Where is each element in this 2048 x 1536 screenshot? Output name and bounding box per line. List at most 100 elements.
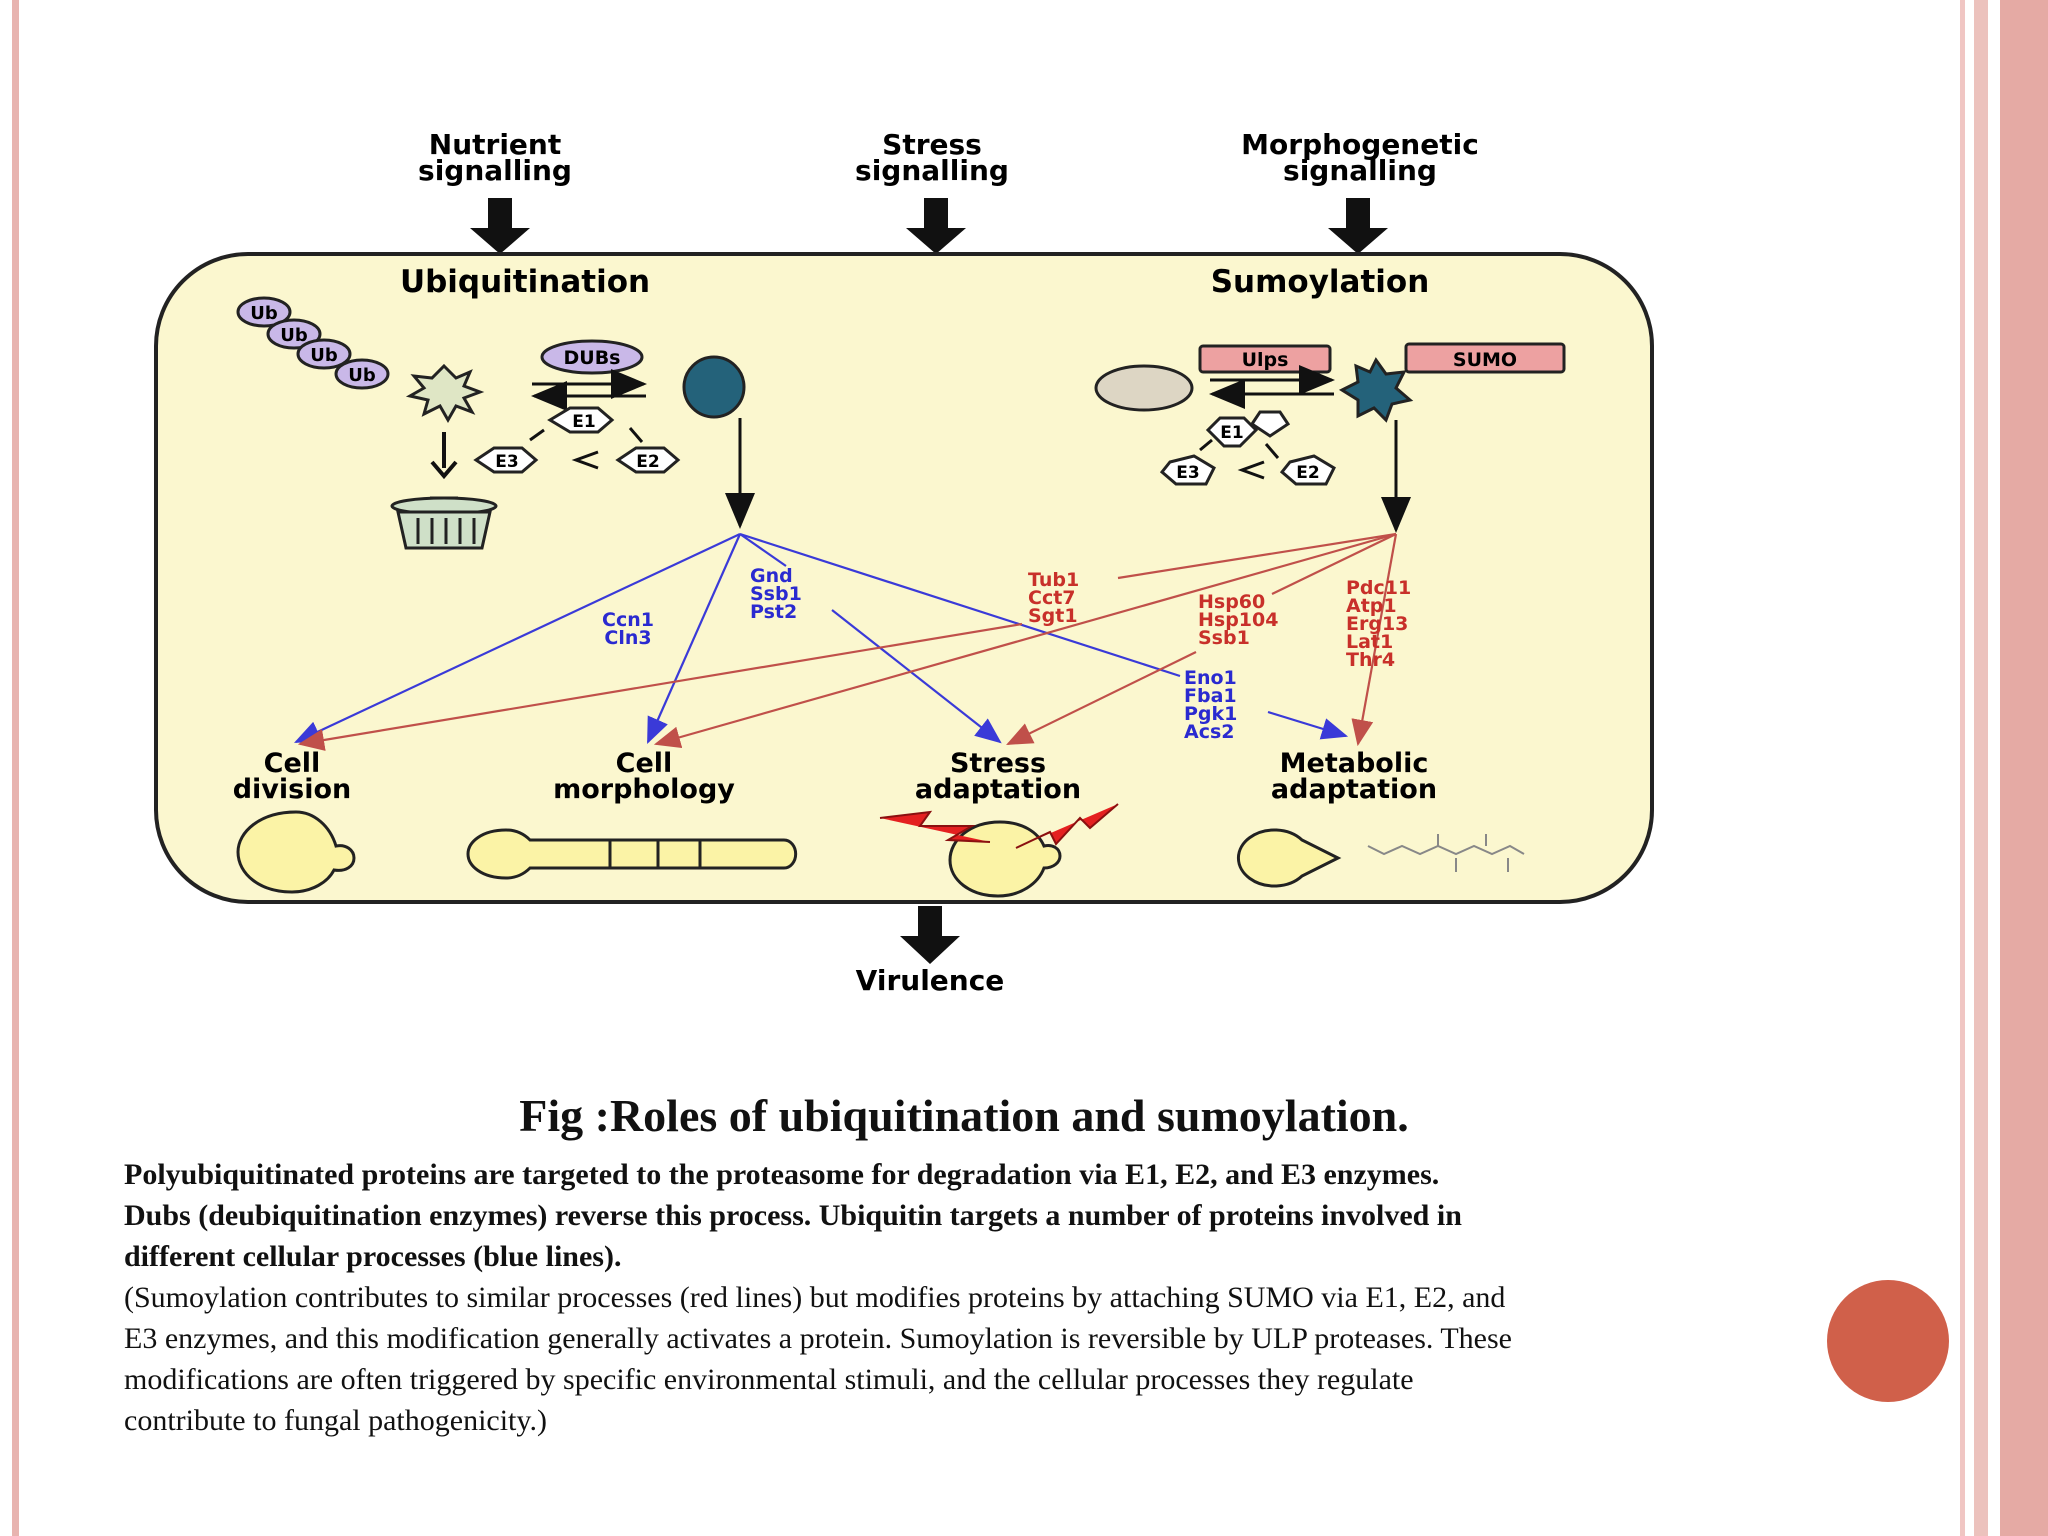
outcome-stress-adaptation-2: adaptation <box>915 774 1081 805</box>
sumo-target-lines <box>297 532 1398 751</box>
caption-line-6: modifications are often triggered by spe… <box>124 1363 1414 1396</box>
red-line-hsp-group <box>1271 533 1397 595</box>
caption-bold-line-3: different cellular processes (blue lines… <box>124 1240 622 1273</box>
blue-target-eno1: Eno1 <box>1184 667 1237 689</box>
red-line-metabolic-adaptation <box>1351 533 1398 747</box>
sumoylated-protein-star <box>1338 357 1414 423</box>
nutrient-input-arrow <box>470 198 530 254</box>
ubiquitin-target-lines <box>294 532 1349 745</box>
caption-line-5: E3 enzymes, and this modification genera… <box>124 1322 1512 1355</box>
right-frame-line-1 <box>1960 0 1965 1536</box>
blue-line-stress-adaptation <box>831 609 1002 744</box>
morphogenetic-input-arrow <box>1328 198 1388 254</box>
red-line-tub-group <box>1117 532 1397 580</box>
blue-target-cln3: Cln3 <box>604 627 651 649</box>
right-frame-line-3 <box>2000 0 2048 1536</box>
dubs-oval <box>540 339 644 375</box>
ub-label: Ub <box>348 365 376 386</box>
stressed-cell-icon <box>879 803 1119 898</box>
ulps-box <box>1198 344 1332 374</box>
hyphal-cell-icon <box>466 828 798 880</box>
ubiquitination-e2-label: E2 <box>636 452 659 472</box>
budding-cell-icon <box>236 810 356 894</box>
ub-label: Ub <box>280 325 308 346</box>
ubiquitination-e1-label: E1 <box>572 412 595 432</box>
caption-line-7: contribute to fungal pathogenicity.) <box>124 1404 547 1437</box>
outcome-metabolic-adaptation-2: adaptation <box>1271 774 1437 805</box>
red-target-thr4: Thr4 <box>1346 649 1395 671</box>
red-target-cct7: Cct7 <box>1028 587 1076 609</box>
nutrient-signalling-label-2: signalling <box>418 154 572 187</box>
trash-can-icon <box>390 432 498 550</box>
sumo-label: SUMO <box>1453 349 1517 371</box>
ubiquitination-title: Ubiquitination <box>400 264 650 300</box>
outcome-cell-division-2: division <box>233 774 352 805</box>
blue-line-cell-division <box>294 533 741 743</box>
ub-label: Ub <box>310 345 338 366</box>
blue-target-ccn1: Ccn1 <box>602 609 654 631</box>
blue-target-pst2: Pst2 <box>750 601 797 623</box>
stress-input-arrow <box>906 198 966 254</box>
metabolizing-cell-icon <box>1236 828 1525 888</box>
ubiquitination-e3-label: E3 <box>495 452 518 472</box>
outcome-cell-division-1: Cell <box>264 748 321 779</box>
red-line-stress-adaptation <box>1006 651 1197 745</box>
right-frame-line-2 <box>1974 0 1988 1536</box>
sumoylation-e1-label: E1 <box>1220 423 1243 443</box>
morphogenetic-signalling-label-2: signalling <box>1283 154 1437 187</box>
nutrient-signalling-label-1: Nutrient <box>429 128 561 161</box>
blue-target-acs2: Acs2 <box>1184 721 1235 743</box>
blue-line-eno-group <box>739 532 1181 678</box>
red-target-hsp60: Hsp60 <box>1198 591 1265 613</box>
ubiquitin-chain: Ub Ub Ub Ub <box>236 296 390 390</box>
red-target-erg13: Erg13 <box>1346 613 1408 635</box>
caption-title: Fig :Roles of ubiquitination and sumoyla… <box>124 1088 1804 1144</box>
sumo-box <box>1404 342 1566 374</box>
caption-line-4: (Sumoylation contributes to similar proc… <box>124 1281 1506 1314</box>
caption-bold-line-1: Polyubiquitinated proteins are targeted … <box>124 1158 1440 1191</box>
caption-title-prefix: Fig : <box>519 1090 610 1141</box>
outcome-cell-morphology-2: morphology <box>553 774 735 805</box>
stress-signalling-label-2: signalling <box>855 154 1009 187</box>
blue-line-cell-morphology <box>646 533 742 745</box>
red-target-pdc11: Pdc11 <box>1346 577 1411 599</box>
left-frame-line <box>12 0 19 1536</box>
sumoylation-e3-label: E3 <box>1176 463 1199 483</box>
outcome-metabolic-adaptation-1: Metabolic <box>1280 748 1429 779</box>
virulence-label: Virulence <box>856 964 1005 997</box>
blue-target-fba1: Fba1 <box>1184 685 1237 707</box>
red-line-cell-division <box>297 622 1023 751</box>
unmodified-protein <box>1094 364 1194 412</box>
virulence-output-arrow <box>900 906 960 964</box>
sumoylation-e2-label: E2 <box>1296 463 1319 483</box>
stress-signalling-label-1: Stress <box>882 128 982 161</box>
slide-bullet-circle <box>1827 1280 1949 1402</box>
dubs-label: DUBs <box>564 347 621 369</box>
blue-target-gnd: Gnd <box>750 565 793 587</box>
red-target-ssb1: Ssb1 <box>1198 627 1250 649</box>
ubiquitination-enzyme-cycle: E1 E3 E2 <box>473 406 681 474</box>
outcome-cell-morphology-1: Cell <box>616 748 673 779</box>
blue-target-ssb1: Ssb1 <box>750 583 802 605</box>
ulps-label: Ulps <box>1242 349 1289 371</box>
ub-label: Ub <box>250 303 278 324</box>
deubiquitinated-protein <box>682 355 746 419</box>
ubiquitinated-protein-star <box>405 363 485 424</box>
outcome-stress-adaptation-1: Stress <box>950 748 1046 779</box>
red-target-lat1: Lat1 <box>1346 631 1393 653</box>
caption-bold-line-2: Dubs (deubiquitination enzymes) reverse … <box>124 1199 1462 1232</box>
blue-line-gnd-group <box>739 533 787 567</box>
figure-caption: Fig :Roles of ubiquitination and sumoyla… <box>124 1088 1804 1441</box>
red-target-sgt1: Sgt1 <box>1028 605 1078 627</box>
red-target-hsp104: Hsp104 <box>1198 609 1278 631</box>
red-line-cell-morphology <box>653 532 1397 748</box>
sumoylation-title: Sumoylation <box>1211 264 1430 300</box>
blue-line-metabolic-adaptation <box>1267 710 1349 740</box>
sumoylation-enzyme-cycle: E1 E3 E2 <box>1159 410 1336 486</box>
ubiquitination-sumoylation-diagram: Nutrient signalling Stress signalling Mo… <box>154 128 1654 997</box>
red-target-tub1: Tub1 <box>1028 569 1079 591</box>
red-target-atp1: Atp1 <box>1346 595 1397 617</box>
morphogenetic-signalling-label-1: Morphogenetic <box>1241 128 1479 161</box>
caption-title-main: Roles of ubiquitination and sumoylation. <box>609 1090 1409 1141</box>
blue-target-pgk1: Pgk1 <box>1184 703 1237 725</box>
